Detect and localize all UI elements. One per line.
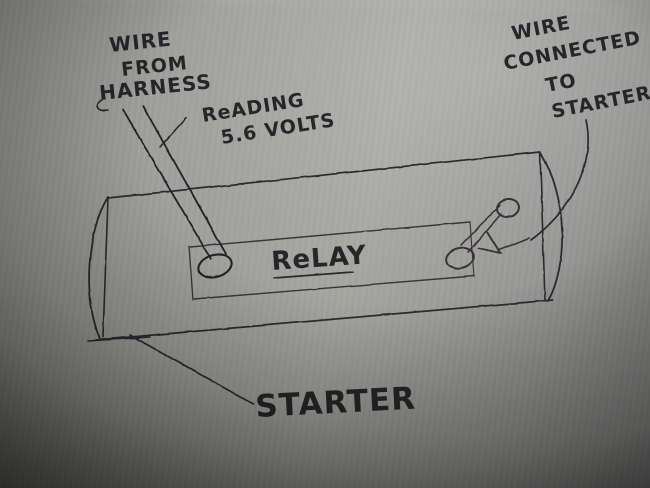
starter-label: STARTER [255,381,417,425]
cylinder-left-seam [102,197,109,338]
cylinder-right-cap [539,151,564,302]
wire-from-harness-line-3: HARNESS [98,69,213,105]
wire-from-harness-line-1: WIRE [108,27,173,57]
relay-box-left [188,245,194,301]
harness-wire-line-b [142,105,227,255]
left-terminal-ellipse [197,253,233,279]
cylinder-right-seam [539,151,546,301]
starter-wire-line-b [460,204,501,246]
relay-box-bottom [193,275,475,300]
starter-arrowhead [477,231,503,255]
wire-connected-line-3: TO [544,69,579,97]
reading-leader-tick [159,117,187,148]
starter-body-leader [129,334,254,405]
harness-wire-line-a [122,109,212,260]
starter-arrow-shaft [498,237,530,251]
starter-wire-leader-curve [530,119,589,241]
cylinder-bottom-edge [95,299,554,341]
wire-connected-line-1: WIRE [510,12,573,45]
